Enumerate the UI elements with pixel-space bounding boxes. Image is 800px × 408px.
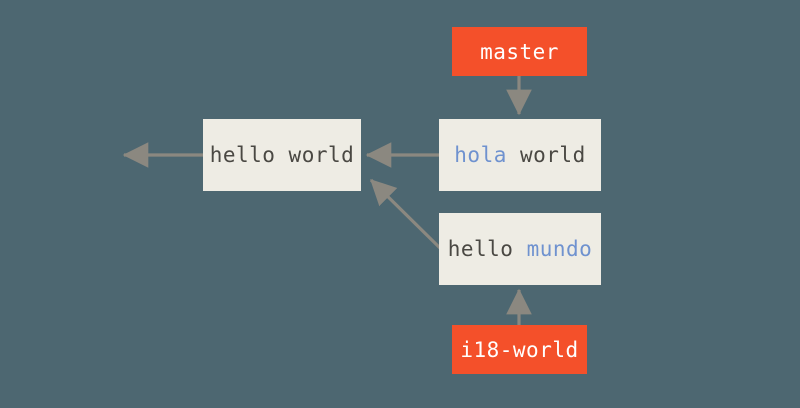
commit-text-hola: hola <box>454 143 507 167</box>
commit-text-hello: hello <box>447 237 527 261</box>
edge-mundo-to-hello-world <box>369 178 443 251</box>
branch-label-master[interactable]: master <box>452 27 587 76</box>
commit-text-hello-world: hello world <box>209 143 355 167</box>
commit-node-hello-world[interactable]: hello world <box>203 119 361 191</box>
commit-text-world: world <box>506 143 586 167</box>
branch-label-i18-world[interactable]: i18-world <box>452 325 587 374</box>
branch-label-master-text: master <box>480 39 559 64</box>
commit-text-mundo: mundo <box>526 237 593 261</box>
commit-node-hola-world[interactable]: hola world <box>439 119 601 191</box>
commit-node-hello-mundo[interactable]: hello mundo <box>439 213 601 285</box>
branch-label-i18-world-text: i18-world <box>460 337 579 362</box>
